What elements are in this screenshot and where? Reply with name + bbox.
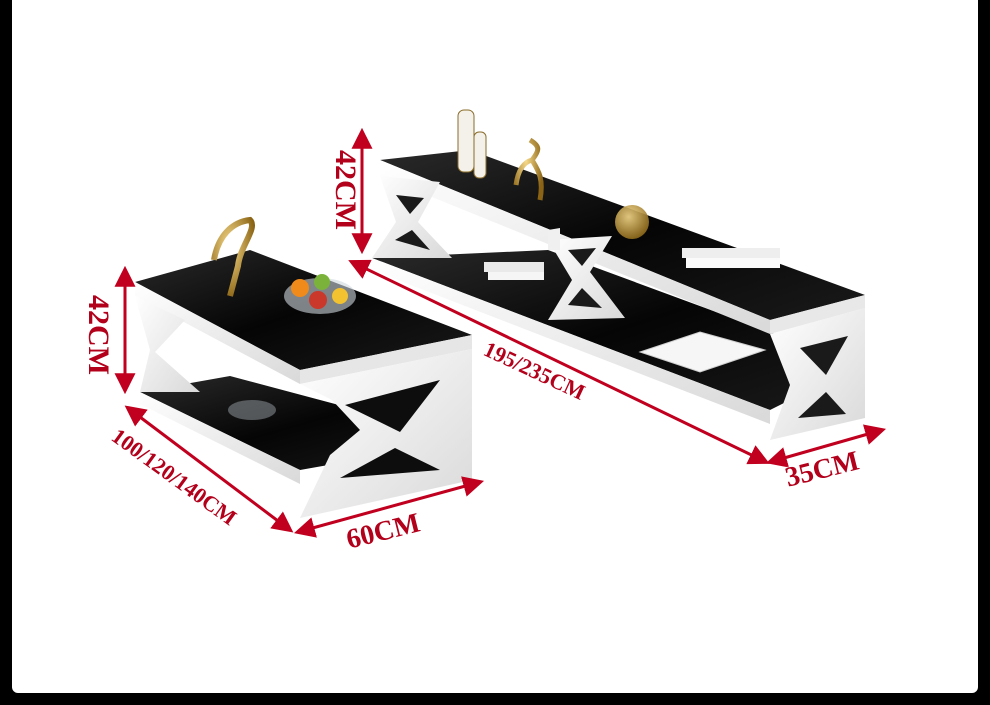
- dimension-arrows: [114, 127, 887, 538]
- table-height-label: 42CM: [81, 295, 115, 375]
- tv-length-arrow: [348, 259, 770, 465]
- tv-depth-arrow: [765, 424, 887, 468]
- tv-height-label: 42CM: [328, 150, 362, 230]
- table-width-arrow: [293, 476, 485, 538]
- table-length-arrow: [124, 405, 294, 533]
